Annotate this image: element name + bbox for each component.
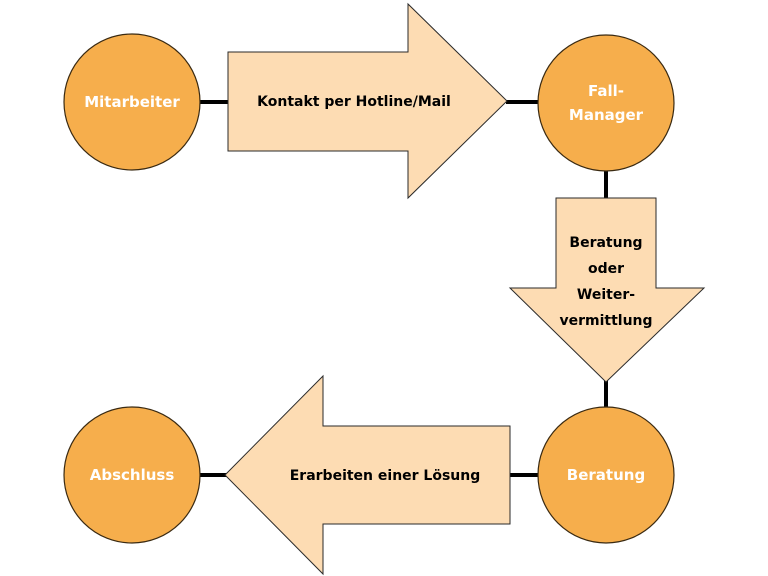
node-beratung-label: Beratung (567, 466, 645, 484)
node-beratung (537, 406, 675, 544)
node-fall-manager-line2: Manager (569, 106, 644, 124)
arrow-advice-line4: vermittlung (559, 313, 652, 329)
arrow-advice-line2: oder (588, 261, 624, 277)
node-fall-manager (537, 34, 675, 172)
arrow-right-contact (227, 2, 508, 200)
node-abschluss-label: Abschluss (90, 466, 175, 484)
arrow-down-advice (508, 197, 706, 383)
node-fall-manager-line1: Fall- (588, 82, 624, 100)
node-mitarbeiter (63, 33, 201, 171)
arrow-contact-label: Kontakt per Hotline/Mail (257, 94, 451, 110)
arrow-left-solution (224, 374, 511, 576)
node-mitarbeiter-label: Mitarbeiter (84, 93, 180, 111)
arrow-advice-line3: Weiter- (577, 287, 635, 303)
arrow-advice-line1: Beratung (569, 235, 642, 251)
node-abschluss (63, 406, 201, 544)
arrow-solution-label: Erarbeiten einer Lösung (290, 468, 481, 484)
